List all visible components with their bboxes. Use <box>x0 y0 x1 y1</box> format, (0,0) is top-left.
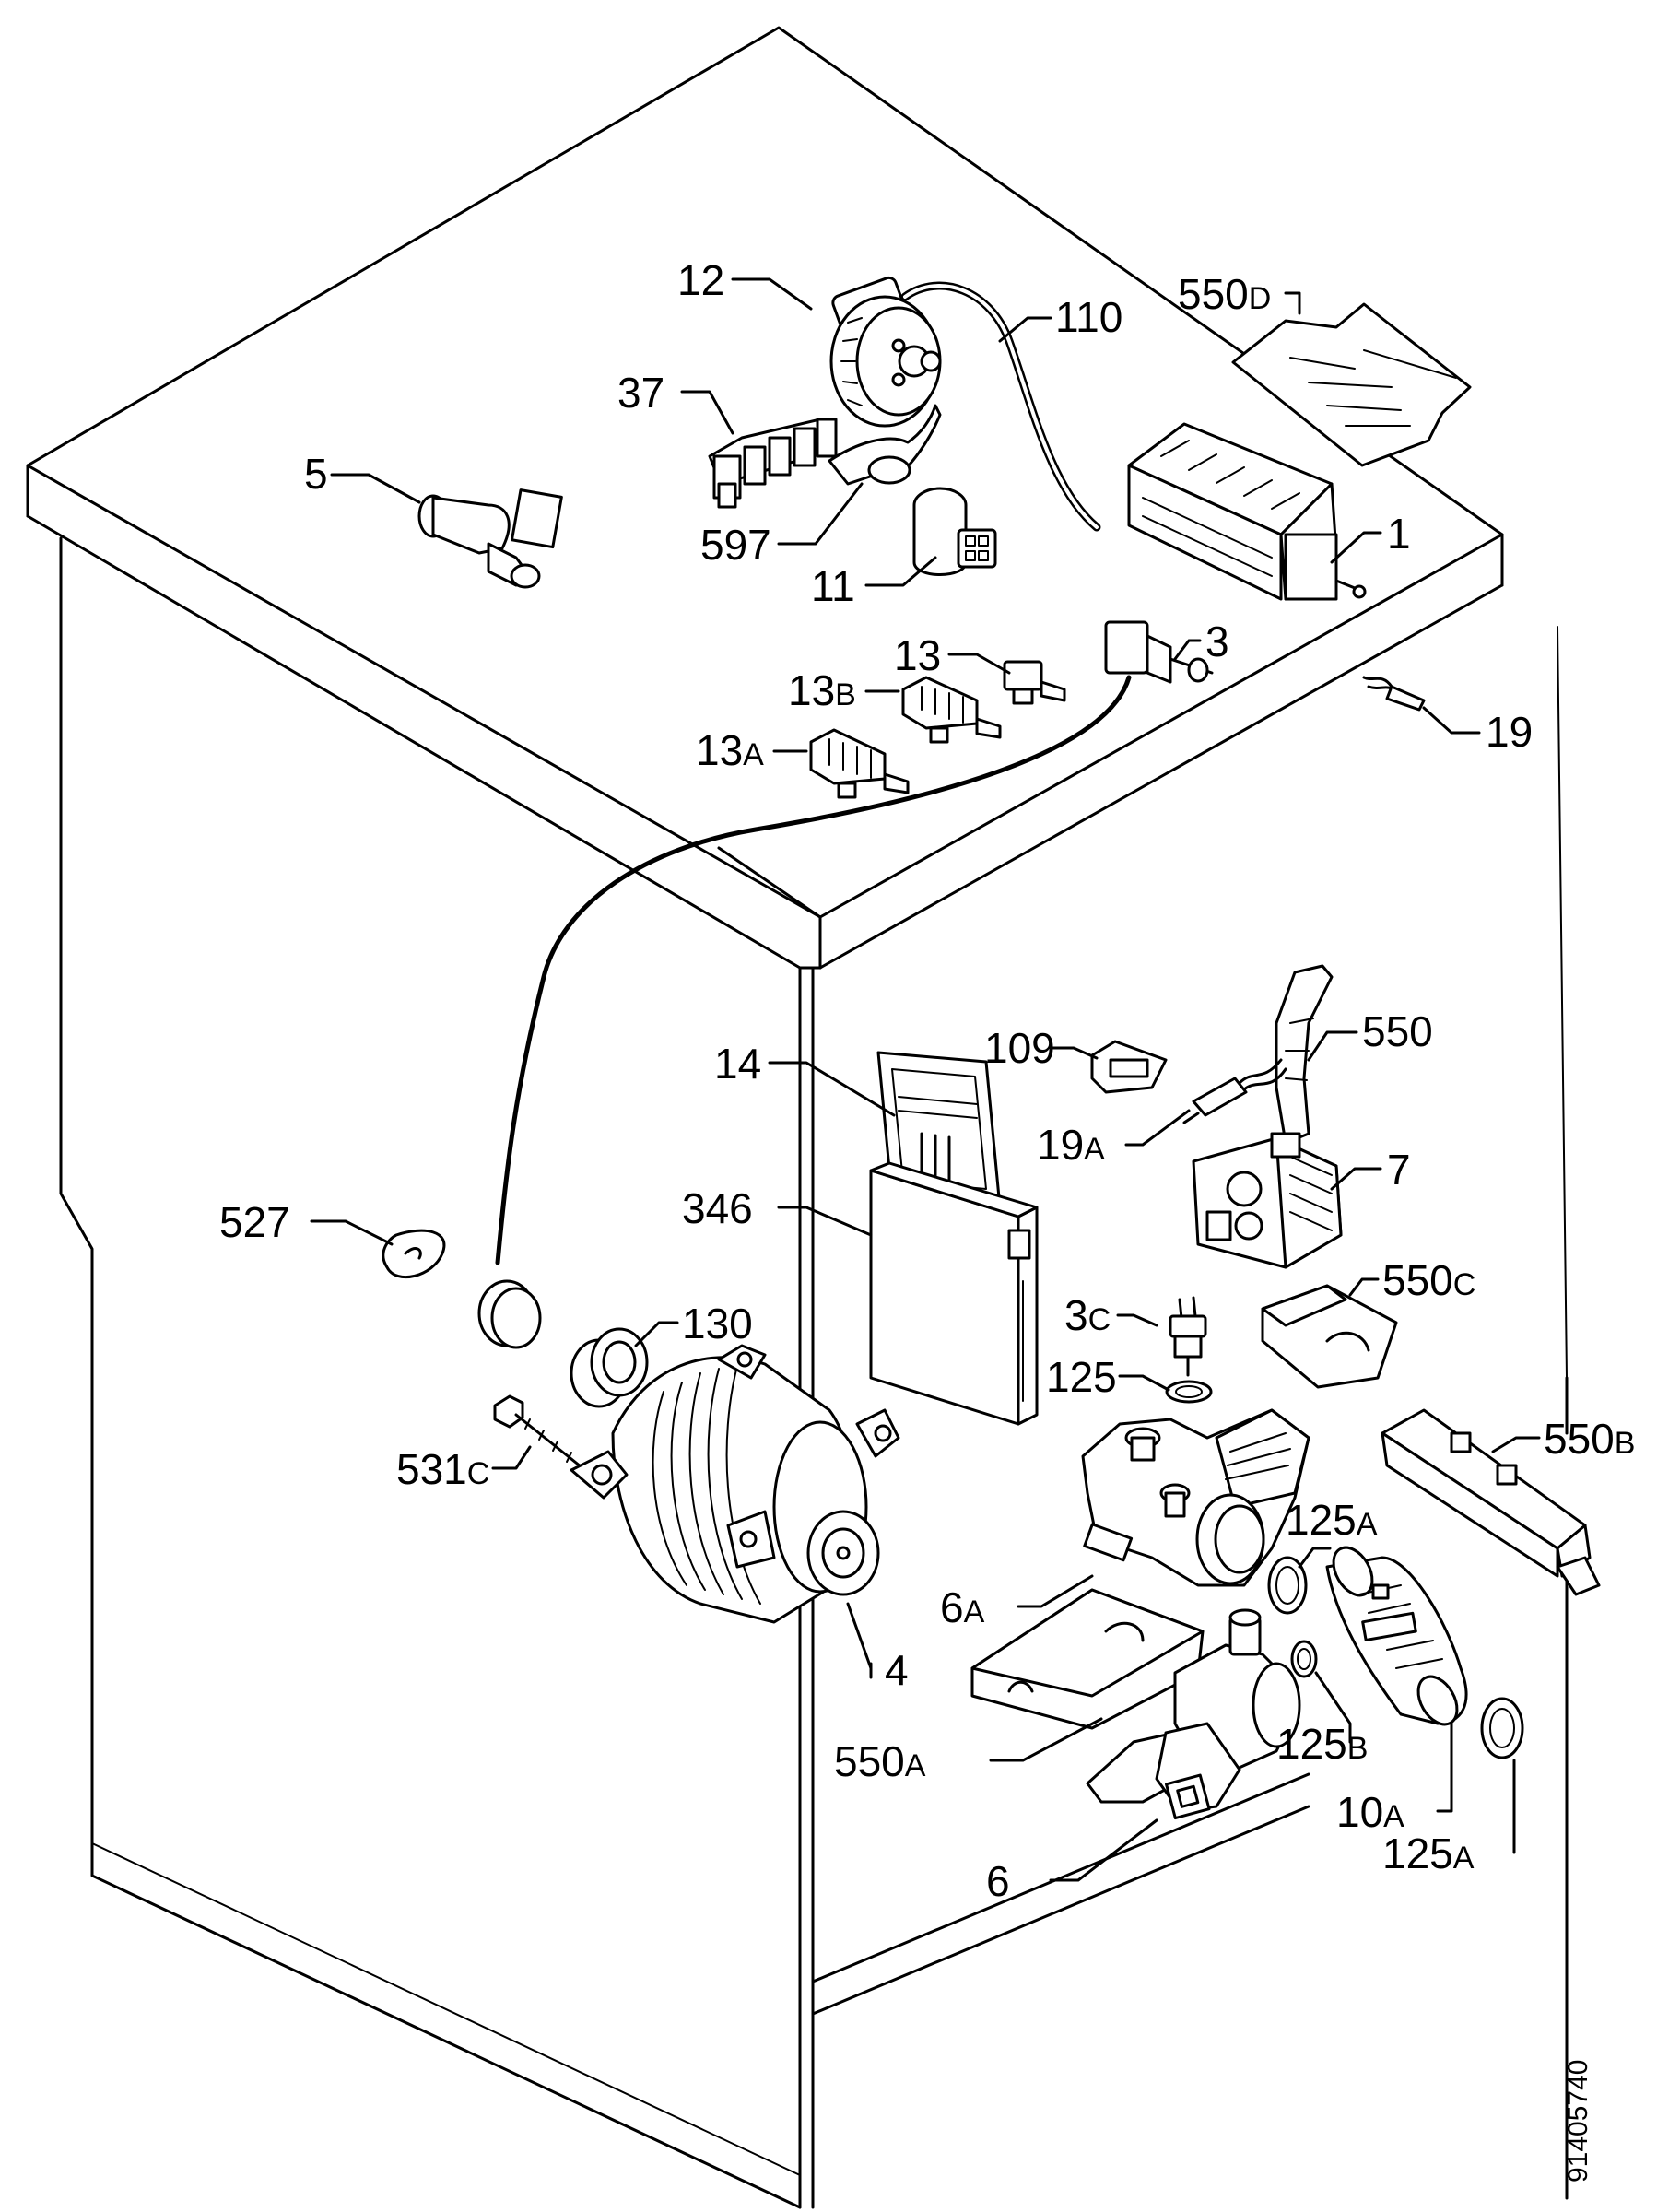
callout-19: 19 <box>1486 708 1533 756</box>
callout-550: 550 <box>1362 1007 1433 1055</box>
callout-labels: 12 110 550D 37 5 597 1 11 3 13 13B 19 13… <box>219 256 1635 1905</box>
pad-part-550A <box>970 1588 1205 1730</box>
callout-11: 11 <box>811 562 855 610</box>
callout-6A: 6A <box>940 1583 985 1631</box>
callout-550A: 550A <box>834 1737 926 1785</box>
callout-550B: 550B <box>1544 1415 1635 1463</box>
sensor-part-19 <box>1362 676 1426 712</box>
document-number: 91405740 <box>1563 2060 1593 2183</box>
callout-13A: 13A <box>696 726 764 774</box>
hose-connector-part-10A <box>1325 1546 1468 1726</box>
connector-part-13 <box>1003 660 1066 705</box>
cover-plate-part-550D <box>1231 302 1472 467</box>
callout-10A: 10A <box>1336 1788 1404 1836</box>
callout-4: 4 <box>885 1646 909 1694</box>
connector-part-13A <box>809 728 910 799</box>
control-module-part-1 <box>1127 422 1367 601</box>
pump-part-6 <box>1086 1608 1301 1820</box>
callout-1: 1 <box>1387 510 1411 558</box>
seal-ring-part-125 <box>1165 1380 1213 1404</box>
screw-part-531C <box>493 1394 587 1472</box>
callout-14: 14 <box>714 1040 761 1088</box>
callout-19A: 19A <box>1037 1121 1105 1169</box>
callout-110: 110 <box>1055 293 1122 341</box>
callout-550C: 550C <box>1382 1256 1475 1304</box>
callout-125B: 125B <box>1276 1720 1368 1768</box>
inlet-valve-part-5 <box>417 488 563 589</box>
callout-7: 7 <box>1387 1146 1411 1194</box>
callout-130: 130 <box>682 1300 753 1347</box>
bellows-part-130 <box>570 1327 649 1408</box>
callout-125: 125 <box>1046 1353 1117 1401</box>
lever-part-550 <box>1275 964 1334 1145</box>
callout-12: 12 <box>677 256 724 304</box>
callout-6: 6 <box>986 1857 1010 1905</box>
callout-109: 109 <box>984 1024 1055 1072</box>
callout-125A-bottom: 125A <box>1382 1830 1475 1877</box>
clip-part-527 <box>382 1229 446 1279</box>
callout-597: 597 <box>700 521 771 569</box>
callout-550D: 550D <box>1178 270 1271 318</box>
bracket-part-37 <box>708 418 838 509</box>
part-109 <box>1090 1040 1168 1094</box>
callout-37: 37 <box>617 369 664 417</box>
callout-13: 13 <box>894 631 941 679</box>
callout-3C: 3C <box>1064 1291 1111 1339</box>
callout-13B: 13B <box>788 666 856 714</box>
callout-346: 346 <box>682 1184 753 1232</box>
hose-part-110 <box>900 281 1101 532</box>
clip-part-597 <box>828 404 942 486</box>
switch-part-3 <box>495 620 1214 1265</box>
bracket-part-550B <box>1381 1408 1601 1596</box>
callout-531C: 531C <box>396 1445 489 1493</box>
leader-lines <box>310 277 1541 1882</box>
seal-ring-part-125B <box>1290 1640 1318 1678</box>
pressure-switch-part-7 <box>1192 1132 1343 1269</box>
connector-part-13B <box>901 676 1002 744</box>
callout-3: 3 <box>1205 618 1229 665</box>
callout-5: 5 <box>304 450 328 498</box>
callout-125A-top: 125A <box>1286 1496 1378 1544</box>
seal-ring-part-125A-bottom <box>1480 1697 1524 1759</box>
selector-wheel-part-12 <box>829 276 942 428</box>
sensor-part-19A <box>1182 1058 1287 1124</box>
pump-housing-part-6A <box>1081 1408 1310 1587</box>
motor-part-4 <box>570 1344 900 1624</box>
seal-ring-part-125A-top <box>1267 1556 1308 1615</box>
grommet-cable-end <box>477 1279 542 1349</box>
sensor-part-3C <box>1169 1296 1207 1377</box>
cover-part-550C <box>1261 1284 1398 1389</box>
capacitor-part-11 <box>912 487 997 576</box>
case-part-346 <box>869 1161 1039 1426</box>
callout-527: 527 <box>219 1198 290 1246</box>
